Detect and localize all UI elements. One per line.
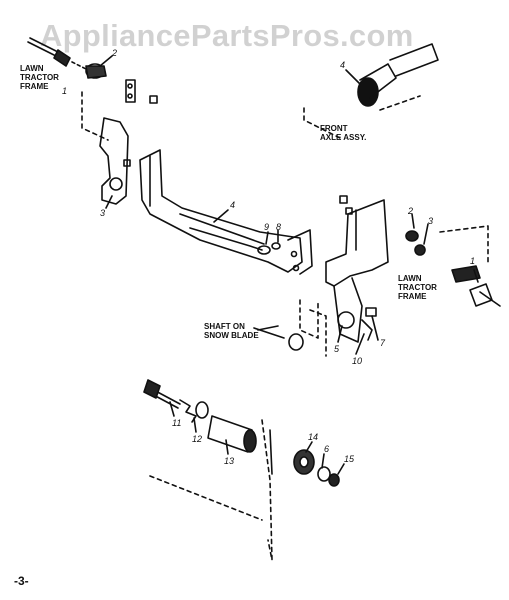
nut-right-upper — [339, 195, 348, 204]
callout-15: 15 — [344, 454, 355, 464]
hub-fourteen — [293, 449, 315, 475]
snow-blade-shaft — [257, 299, 327, 357]
caption-lawn-tractor-frame-right: LAWN TRACTOR FRAME — [398, 274, 437, 301]
spacer-right — [405, 230, 426, 256]
callout-3-right: 3 — [428, 216, 434, 226]
callout-8: 8 — [276, 222, 282, 232]
nut-seven — [365, 307, 377, 317]
caption-lawn-tractor-frame-left: LAWN TRACTOR FRAME — [20, 64, 59, 91]
long-bracket — [139, 149, 313, 275]
washer-right-upper — [345, 207, 353, 215]
callout-7: 7 — [380, 338, 386, 348]
front-axle-assembly — [303, 43, 439, 139]
cotter-pin — [361, 319, 373, 341]
washer-twelve — [195, 401, 209, 419]
callout-3-left: 3 — [100, 208, 106, 218]
nut-upper-left — [149, 95, 158, 104]
watermark-text: AppliancePartsPros.com — [40, 18, 414, 53]
lower-frame-plate — [149, 419, 273, 561]
callout-1-right: 1 — [470, 256, 476, 266]
bolt-eleven — [143, 379, 181, 409]
page-number: -3- — [14, 574, 29, 588]
callout-11: 11 — [172, 418, 182, 428]
coupler-upper-left — [71, 61, 107, 79]
callout-2-right: 2 — [408, 206, 414, 216]
bolt-right — [439, 225, 501, 307]
callout-2-upper: 2 — [112, 48, 118, 58]
callout-10: 10 — [352, 356, 363, 366]
side-plate-left — [99, 117, 131, 205]
small-bracket-upper-left — [125, 79, 136, 103]
callout-5: 5 — [334, 344, 340, 354]
callout-6: 6 — [324, 444, 330, 454]
callout-13: 13 — [224, 456, 235, 466]
callout-14: 14 — [308, 432, 319, 442]
bolt-upper-left — [27, 37, 71, 67]
caption-shaft-on-snow-blade: SHAFT ON SNOW BLADE — [204, 322, 259, 340]
callout-12: 12 — [192, 434, 203, 444]
nut-fifteen — [328, 473, 340, 487]
caption-front-axle: FRONT AXLE ASSY. — [320, 124, 367, 142]
tube-thirteen — [207, 415, 257, 453]
callout-9: 9 — [264, 222, 270, 232]
callout-1-upper: 1 — [62, 86, 68, 96]
callout-4-axle: 4 — [340, 60, 346, 70]
washer-six — [317, 466, 331, 482]
right-bracket — [325, 199, 389, 343]
callout-4-bracket: 4 — [230, 200, 236, 210]
